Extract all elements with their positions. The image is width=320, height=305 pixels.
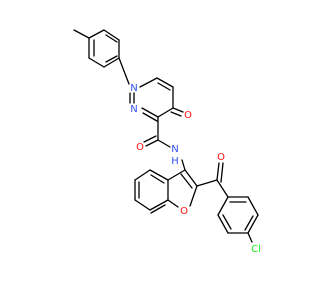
atom-label-amide-nitrogen: N <box>171 144 178 155</box>
bond <box>247 232 253 243</box>
atom-label-amide-hydrogen: H <box>171 156 179 167</box>
bond <box>184 169 198 187</box>
bond <box>118 57 130 85</box>
atom-label-n2: N <box>130 104 137 115</box>
bond <box>134 169 151 181</box>
atom-label-benzoyl-oxygen: O <box>217 152 225 163</box>
bond <box>220 162 224 183</box>
bond <box>216 179 229 198</box>
bond <box>156 77 174 88</box>
bond <box>167 169 186 181</box>
bond <box>149 169 169 181</box>
bond <box>73 29 90 39</box>
bond <box>105 55 118 63</box>
bond <box>180 173 193 189</box>
bond <box>157 107 174 118</box>
atom-label-furan-oxygen: O <box>180 206 188 217</box>
bond <box>134 199 151 211</box>
atom-label-n1: N <box>130 83 137 94</box>
bond <box>143 135 157 143</box>
bond <box>196 179 218 187</box>
atom-label-ketone-oxygen: O <box>184 110 192 121</box>
bond <box>88 29 105 39</box>
bond <box>149 199 169 211</box>
bond <box>181 159 186 171</box>
bond <box>157 82 171 91</box>
bond <box>170 111 182 117</box>
bond <box>150 204 166 214</box>
bond <box>105 34 118 43</box>
bond-lines <box>73 29 259 243</box>
structure-drawing: N N O O N H O O Cl <box>73 29 261 255</box>
bond <box>167 199 179 208</box>
bond <box>222 214 232 230</box>
bond <box>103 29 120 41</box>
bond <box>145 139 159 147</box>
molecule-structure: N N O O N H O O Cl <box>73 29 261 255</box>
atom-label-chlorine: Cl <box>251 244 261 255</box>
atom-label-amide-oxygen: O <box>136 142 144 153</box>
bond <box>247 196 259 216</box>
bond <box>217 196 229 216</box>
bond <box>139 77 158 88</box>
bond <box>142 112 158 122</box>
bond <box>157 139 171 148</box>
bond <box>244 215 254 231</box>
bond <box>216 162 220 181</box>
bond <box>247 214 259 234</box>
bond <box>141 107 159 118</box>
bond <box>217 214 229 234</box>
bond <box>189 185 198 207</box>
bond <box>88 57 105 68</box>
bond <box>103 57 120 68</box>
atom-labels: N N O O N H O O Cl <box>130 83 261 255</box>
bond <box>172 107 184 113</box>
bond <box>150 174 165 184</box>
